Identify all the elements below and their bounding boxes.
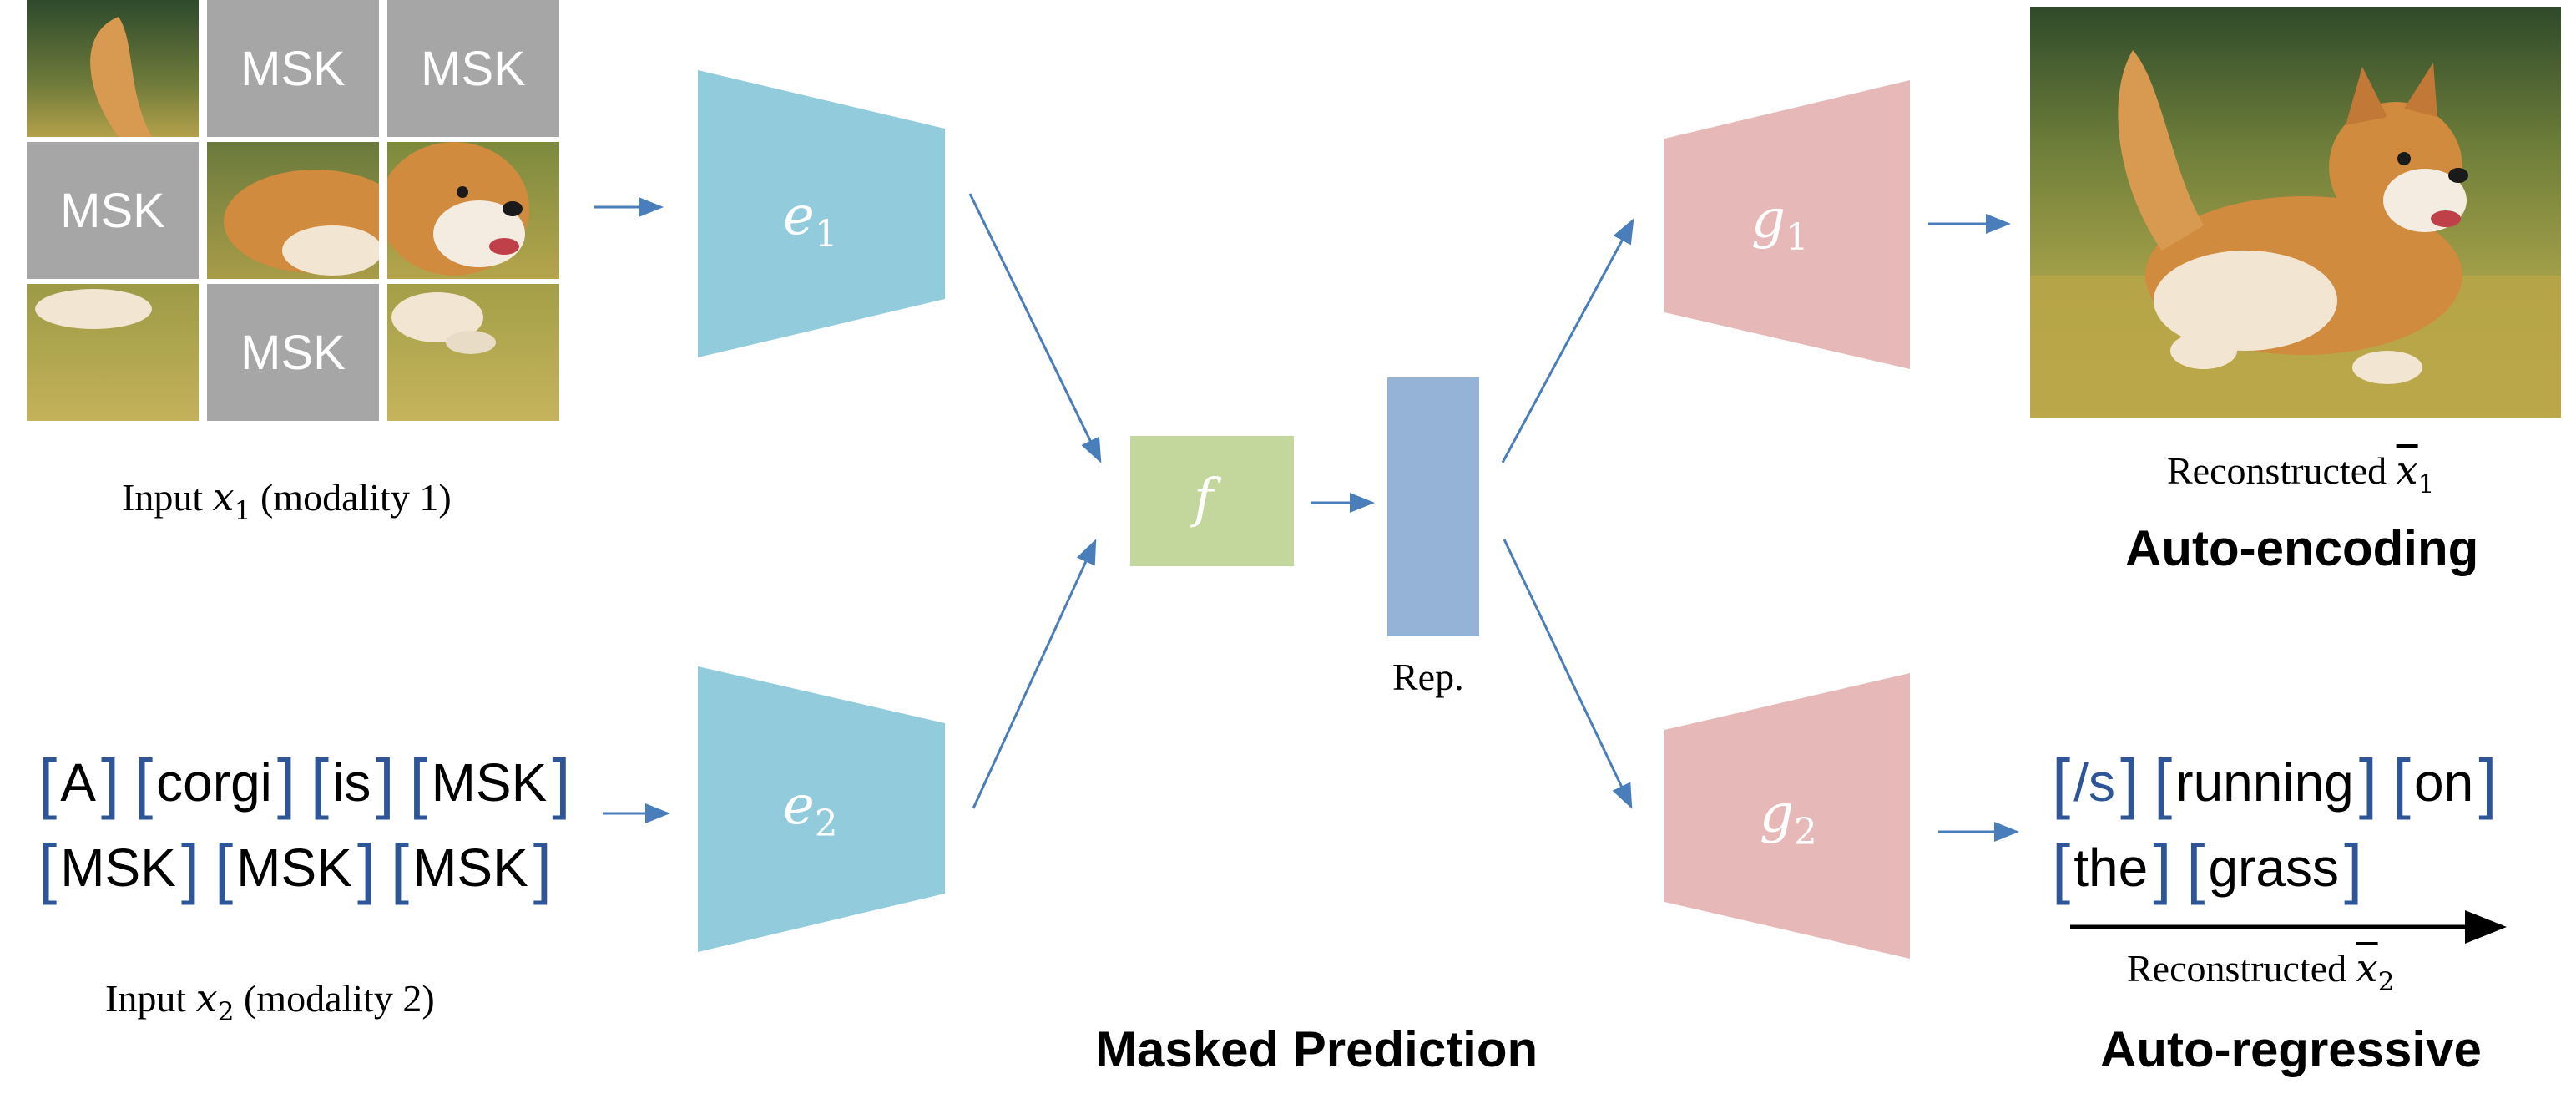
mask-patch: MSK [207,284,379,421]
decoder-g1-shape [1664,80,1910,369]
auto-encoding-title: Auto-encoding [2125,520,2479,576]
reconstructed-corgi-image [2030,7,2561,418]
corgi-tail-patch [90,17,152,137]
mask-patch: MSK [207,0,379,137]
token: grass [2208,838,2339,898]
encoder-e2-shape [698,666,945,952]
decoder-g1-label: g1 [1751,189,1809,260]
token: MSK [412,838,528,898]
arrow-rep-to-g2 [1503,539,1633,809]
token: corgi [156,752,272,813]
token: is [332,752,371,813]
input2-token-line-1: [A] [corgi] [is] [MSK] [38,746,571,820]
decoder-g2-shape [1664,673,1910,959]
masked-prediction-title: Masked Prediction [1095,1021,1538,1077]
fusion-label: f [1194,468,1214,529]
token: the [2073,838,2149,898]
auto-regressive-title: Auto-regressive [2100,1021,2482,1077]
token: MSK [236,838,352,898]
output1-caption: Reconstructed x1 [2167,448,2435,499]
fusion-block [1130,436,1294,566]
output2-token-line-2: [the] [grass] [2052,831,2363,905]
image-patch [387,284,559,421]
encoder-e1-label: e1 [783,185,838,256]
output2-token-line-1: [/s] [running] [on] [2052,746,2498,820]
image-patch [27,0,199,137]
token: MSK [60,838,176,898]
token: /s [2073,752,2116,813]
output2-caption: Reconstructed x2 [2127,945,2395,997]
image-patch [387,142,559,279]
encoder-e1-shape [698,70,945,357]
image-patch [27,284,199,421]
representation-label: Rep. [1392,656,1464,698]
arrow-rep-to-g1 [1501,218,1634,463]
input2-token-line-2: [MSK] [MSK] [MSK] [38,831,553,905]
input1-caption: Input x1 (modality 1) [122,474,452,526]
arrow-e1-to-f [968,193,1102,463]
input1-masked-image: MSK MSK MSK MSK [27,0,568,421]
input2-caption: Input x2 (modality 2) [105,975,435,1027]
token: A [60,752,96,813]
token: MSK [431,752,548,813]
arrow-e2-to-f [972,539,1097,809]
image-patch [207,142,379,279]
mask-patch: MSK [387,0,559,137]
encoder-e2-label: e2 [783,775,838,846]
decoder-g2-label: g2 [1760,783,1817,854]
token: running [2175,752,2354,813]
mask-patch: MSK [27,142,199,279]
token: on [2414,752,2474,813]
representation-block [1387,377,1479,636]
